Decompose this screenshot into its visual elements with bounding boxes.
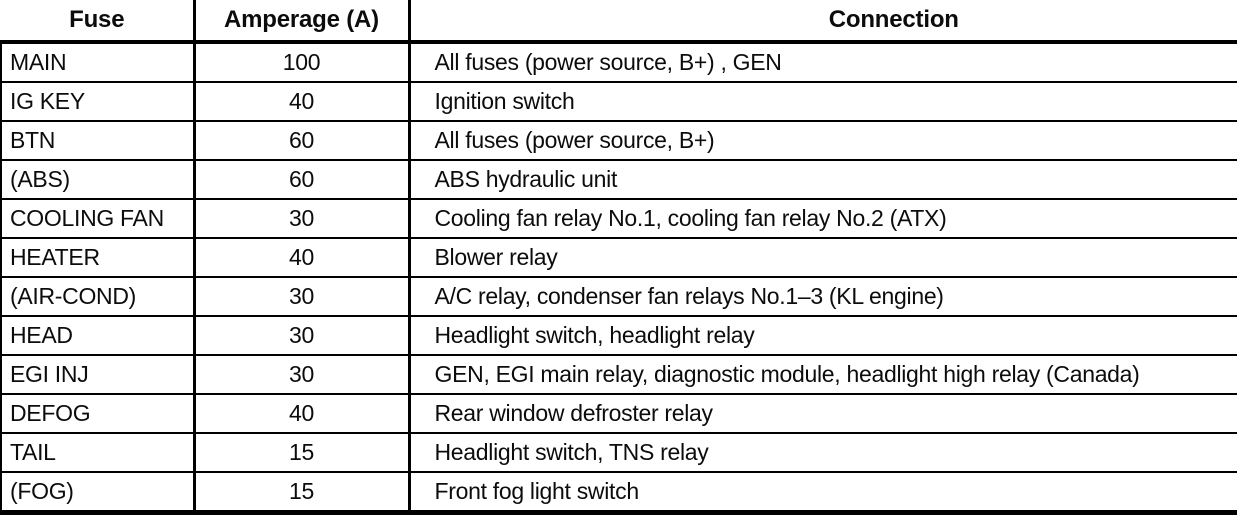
- connection-cell: Ignition switch: [409, 82, 1237, 122]
- connection-cell: A/C relay, condenser fan relays No.1–3 (…: [409, 277, 1237, 317]
- amperage-cell: 30: [194, 199, 411, 239]
- amperage-cell: 15: [194, 472, 411, 515]
- connection-cell: ABS hydraulic unit: [409, 160, 1237, 200]
- amperage-cell: 60: [194, 160, 411, 200]
- table-body: MAIN 100 All fuses (power source, B+) , …: [0, 42, 1237, 515]
- amperage-cell: 40: [194, 238, 411, 278]
- fuse-cell: HEATER: [0, 238, 196, 278]
- connection-cell: Headlight switch, headlight relay: [409, 316, 1237, 356]
- amperage-cell: 40: [194, 394, 411, 434]
- amperage-cell: 30: [194, 277, 411, 317]
- connection-cell: Cooling fan relay No.1, cooling fan rela…: [409, 199, 1237, 239]
- fuse-cell: IG KEY: [0, 82, 196, 122]
- fuse-cell: (FOG): [0, 472, 196, 515]
- connection-cell: All fuses (power source, B+): [409, 121, 1237, 161]
- table-row: HEATER 40 Blower relay: [0, 238, 1237, 278]
- column-header-connection: Connection: [409, 0, 1237, 44]
- table-row: MAIN 100 All fuses (power source, B+) , …: [0, 42, 1237, 83]
- fuse-cell: MAIN: [0, 42, 196, 83]
- table-row: DEFOG 40 Rear window defroster relay: [0, 394, 1237, 434]
- connection-cell: Rear window defroster relay: [409, 394, 1237, 434]
- table-row: (ABS) 60 ABS hydraulic unit: [0, 160, 1237, 200]
- amperage-cell: 40: [194, 82, 411, 122]
- amperage-cell: 30: [194, 316, 411, 356]
- amperage-cell: 15: [194, 433, 411, 473]
- table-row: (AIR-COND) 30 A/C relay, condenser fan r…: [0, 277, 1237, 317]
- column-header-fuse: Fuse: [1, 0, 196, 44]
- column-header-amperage: Amperage (A): [194, 0, 411, 44]
- connection-cell: Blower relay: [409, 238, 1237, 278]
- table-row: COOLING FAN 30 Cooling fan relay No.1, c…: [0, 199, 1237, 239]
- table-row: (FOG) 15 Front fog light switch: [0, 472, 1237, 515]
- table-row: HEAD 30 Headlight switch, headlight rela…: [0, 316, 1237, 356]
- fuse-cell: TAIL: [0, 433, 196, 473]
- amperage-cell: 100: [194, 42, 411, 83]
- connection-cell: All fuses (power source, B+) , GEN: [409, 42, 1237, 83]
- connection-cell: GEN, EGI main relay, diagnostic module, …: [409, 355, 1237, 395]
- fuse-cell: (AIR-COND): [0, 277, 196, 317]
- fuse-cell: (ABS): [0, 160, 196, 200]
- table-row: EGI INJ 30 GEN, EGI main relay, diagnost…: [0, 355, 1237, 395]
- fuse-cell: DEFOG: [0, 394, 196, 434]
- table-row: IG KEY 40 Ignition switch: [0, 82, 1237, 122]
- fuse-cell: EGI INJ: [0, 355, 196, 395]
- amperage-cell: 60: [194, 121, 411, 161]
- table-row: BTN 60 All fuses (power source, B+): [0, 121, 1237, 161]
- table-header: Fuse Amperage (A) Connection: [1, 0, 1237, 44]
- fuse-cell: HEAD: [0, 316, 196, 356]
- connection-cell: Front fog light switch: [409, 472, 1237, 515]
- connection-cell: Headlight switch, TNS relay: [409, 433, 1237, 473]
- table-row: TAIL 15 Headlight switch, TNS relay: [0, 433, 1237, 473]
- header-row: Fuse Amperage (A) Connection: [1, 0, 1237, 44]
- fuse-cell: BTN: [0, 121, 196, 161]
- fuse-cell: COOLING FAN: [0, 199, 196, 239]
- amperage-cell: 30: [194, 355, 411, 395]
